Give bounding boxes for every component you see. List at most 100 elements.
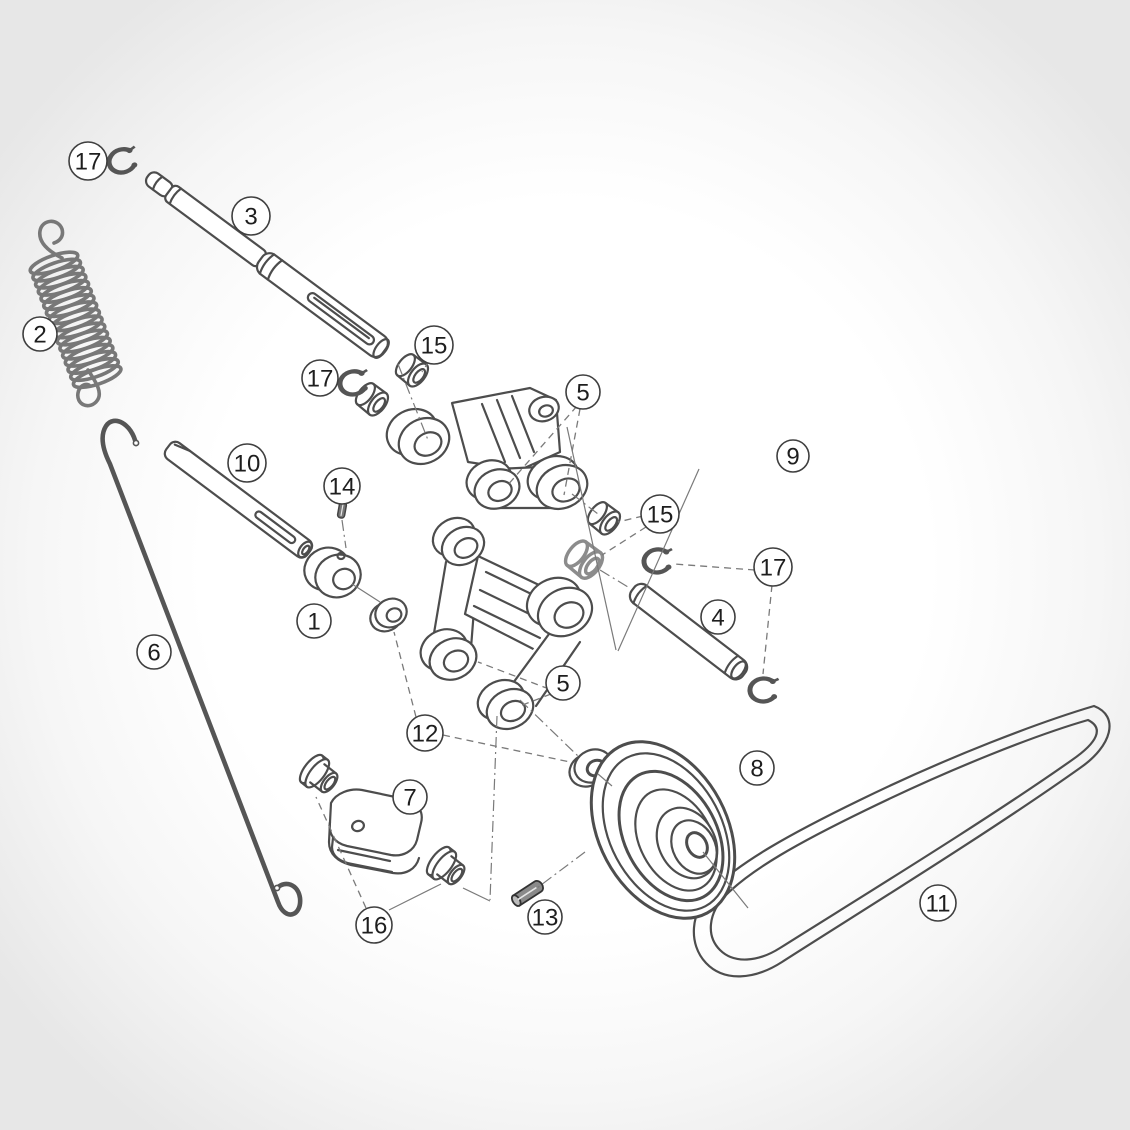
leader-line — [442, 734, 571, 763]
callout-circle — [545, 665, 581, 701]
part-shaft-3 — [144, 171, 390, 359]
callout-circle — [355, 906, 393, 944]
shaft-body — [628, 582, 749, 681]
callout-circle — [227, 443, 267, 483]
callout-circle — [68, 141, 108, 181]
callout-7-17: 7 — [392, 779, 428, 815]
belt-inner-edge — [709, 718, 1098, 961]
callout-number: 8 — [750, 756, 763, 783]
bracket-fold-edge — [327, 820, 421, 875]
eye-bore — [442, 649, 470, 673]
arm-edge — [430, 560, 448, 647]
plate-rib — [472, 604, 542, 640]
part-bushing-15b — [350, 378, 393, 421]
leader-line — [601, 526, 647, 556]
pulley-groove — [617, 769, 725, 903]
callout-11-18: 11 — [919, 884, 957, 922]
shaft-end-face — [730, 660, 747, 680]
spring-coil — [71, 364, 123, 390]
callout-circle — [739, 750, 775, 786]
link-eye-bore — [551, 477, 581, 503]
eye-boss-front — [440, 525, 486, 567]
callout-circle — [392, 779, 428, 815]
leader-line — [702, 851, 749, 909]
rod-tip-end — [132, 439, 140, 447]
ear-bore — [538, 404, 554, 418]
callout-number: 16 — [361, 913, 388, 940]
washer-bore — [385, 607, 403, 623]
callout-4-12: 4 — [700, 599, 736, 635]
callout-number: 9 — [786, 444, 799, 471]
callout-circle — [640, 494, 680, 534]
bracket-hole — [351, 819, 365, 833]
leader-line — [505, 405, 578, 488]
callout-number: 15 — [647, 502, 674, 529]
tube-slot — [254, 510, 297, 545]
leader-line — [519, 699, 579, 757]
leader-line — [462, 887, 491, 902]
callout-number: 17 — [760, 555, 787, 582]
callout-3-1: 3 — [231, 196, 271, 236]
bracket-fold-inner — [330, 836, 394, 874]
part-snap-ring-17a — [106, 145, 141, 176]
part-shaft-4 — [628, 582, 749, 681]
collar-bore — [332, 567, 356, 591]
part-flanged-bushing-16a — [294, 750, 345, 801]
callout-13-19: 13 — [527, 899, 563, 935]
part-snap-ring-17d — [749, 677, 780, 702]
callout-number: 10 — [234, 451, 261, 478]
callout-15-3: 15 — [414, 325, 454, 365]
part-hooked-rod — [100, 418, 303, 917]
callout-number: 13 — [532, 905, 559, 932]
callout-circle — [301, 359, 339, 397]
leader-line — [397, 363, 429, 441]
part-link-arm-upper — [385, 386, 589, 511]
part-slotted-tube — [163, 440, 314, 559]
callout-14-8: 14 — [323, 467, 361, 505]
callout-2-2: 2 — [22, 316, 58, 352]
eye-bore — [453, 537, 479, 559]
leader-line — [617, 515, 644, 523]
part-flat-washer-a — [369, 597, 408, 633]
leader-line — [673, 563, 756, 571]
shaft-ring — [258, 253, 276, 275]
leader-line — [341, 519, 347, 549]
callout-circle — [700, 599, 736, 635]
pulley-rim-inner — [601, 752, 731, 912]
pulley-hub-face — [670, 819, 718, 875]
callout-number: 11 — [926, 891, 951, 918]
plate-rib — [495, 398, 522, 460]
callout-circle — [323, 467, 361, 505]
callout-5-5: 5 — [565, 374, 601, 410]
callout-6-13: 6 — [136, 634, 172, 670]
leader-lines — [315, 360, 773, 911]
tube-end-face — [297, 540, 313, 559]
callout-number: 7 — [403, 785, 416, 812]
belt-outer-edge — [692, 704, 1111, 978]
callout-number: 17 — [75, 149, 102, 176]
tube-bore — [301, 544, 311, 556]
callout-circle — [776, 439, 810, 473]
eye-boss-front — [485, 687, 535, 731]
callout-circle — [406, 714, 444, 752]
leader-line — [762, 584, 773, 675]
rod-tip-end — [273, 884, 281, 892]
part-extension-spring — [28, 219, 123, 408]
callout-circle — [296, 603, 332, 639]
shaft-end-face — [372, 338, 390, 359]
callout-number: 15 — [421, 333, 448, 360]
shaft-ring — [168, 187, 183, 205]
callout-17-4: 17 — [301, 359, 339, 397]
plate-rib — [510, 394, 536, 454]
shaft-ring — [151, 175, 164, 191]
callout-1-11: 1 — [296, 603, 332, 639]
leader-line — [393, 631, 417, 718]
callout-15-9: 15 — [640, 494, 680, 534]
rod-wire — [100, 418, 303, 917]
bracket-fold-line — [336, 848, 392, 863]
callout-circle — [22, 316, 58, 352]
callout-circle — [527, 899, 563, 935]
part-v-belt — [692, 704, 1111, 978]
callout-9-6: 9 — [776, 439, 810, 473]
